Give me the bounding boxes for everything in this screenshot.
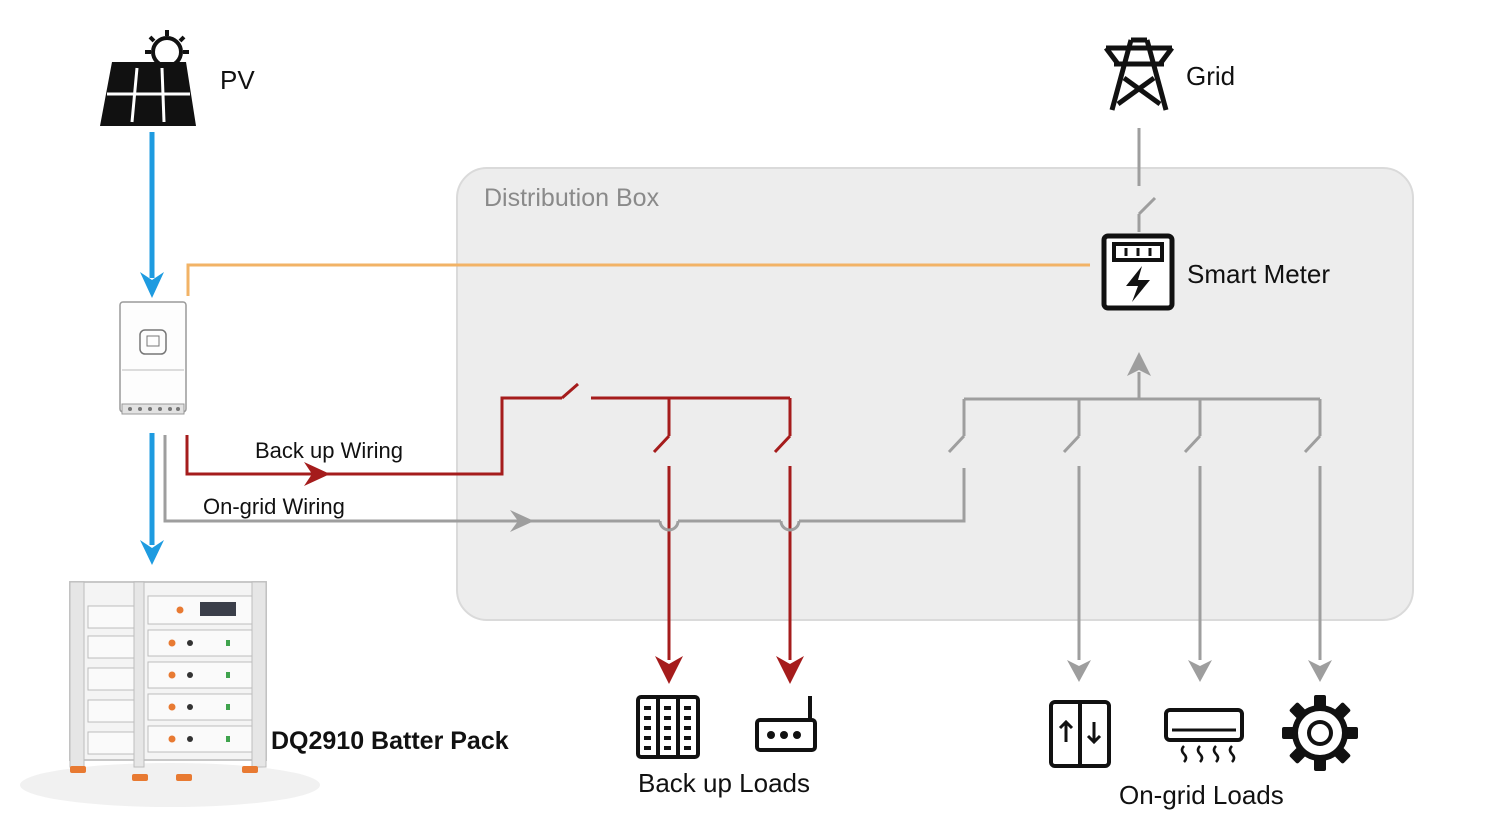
backup-load-arrow-1 [655, 656, 683, 684]
ongrid-load-arrow-1 [1067, 660, 1091, 682]
smart-meter-icon [1101, 233, 1175, 311]
pv-label: PV [220, 65, 255, 95]
inverter-icon [119, 301, 187, 415]
battery-rack-icon [20, 581, 320, 807]
battery-pack-label: DQ2910 Batter Pack [271, 727, 509, 755]
router-icon [755, 696, 817, 752]
solar-panel-icon [100, 30, 196, 126]
ongrid-load-arrow-3 [1308, 660, 1332, 682]
distribution-box [456, 167, 1414, 621]
distribution-box-label: Distribution Box [484, 184, 660, 212]
backup-wiring-label: Back up Wiring [255, 438, 403, 463]
air-conditioner-icon [1164, 708, 1244, 763]
meter-feed-arrow [1127, 352, 1151, 376]
gear-icon [1282, 695, 1358, 771]
inverter-to-battery-line [140, 433, 164, 565]
server-rack-icon [636, 695, 700, 759]
grid-tower-icon [1104, 37, 1174, 111]
pv-to-inverter-line [140, 132, 164, 298]
ongrid-wiring-arrow [510, 510, 534, 532]
backup-loads-label: Back up Loads [638, 768, 811, 798]
ongrid-wiring-line [163, 128, 1322, 660]
backup-wiring-arrow [304, 462, 330, 486]
smart-meter-label: Smart Meter [1187, 259, 1331, 289]
refrigerator-icon [1049, 700, 1111, 768]
ongrid-load-arrow-2 [1188, 660, 1212, 682]
backup-wiring-line [185, 382, 792, 660]
backup-load-arrow-2 [776, 656, 804, 684]
meter-signal-line [186, 263, 1090, 296]
grid-label: Grid [1186, 61, 1236, 91]
ongrid-wiring-label: On-grid Wiring [203, 494, 345, 519]
ongrid-loads-label: On-grid Loads [1119, 780, 1284, 810]
